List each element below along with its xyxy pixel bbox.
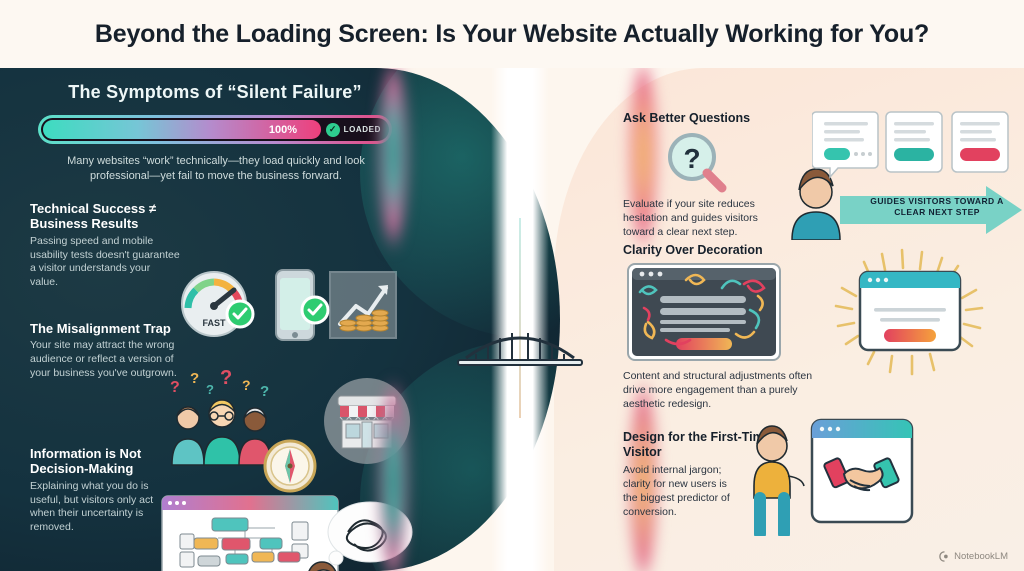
card-cta-3: [960, 148, 1000, 161]
storefront-icon: [324, 378, 410, 464]
speedometer-fast-icon: FAST: [181, 271, 255, 337]
thinking-person-icon: [308, 501, 413, 571]
question-mark-glyph: ?: [683, 143, 700, 174]
symptom-block-technical-success: Technical Success ≠ Business Results Pas…: [30, 201, 180, 290]
symptom-block-information-not-decision: Information is Not Decision-Making Expla…: [30, 446, 180, 535]
loaded-status-badge: ✓ LOADED: [325, 122, 381, 137]
path-heading: Ask Better Questions: [623, 111, 751, 125]
mobile-check-icon: [275, 269, 330, 341]
compass-icon: [263, 439, 317, 493]
watermark: NotebookLM: [939, 551, 1008, 562]
progress-percent-label: 100%: [268, 123, 297, 136]
welcoming-person-icon: [753, 425, 805, 536]
check-circle-icon: ✓: [325, 122, 340, 137]
greyed-growth-chart-icon: [329, 271, 397, 339]
symptom-block-misalignment-trap: The Misalignment Trap Your site may attr…: [30, 321, 180, 381]
left-panel-symptoms: The Symptoms of “Silent Failure” 100% ✓ …: [0, 68, 560, 571]
svg-text:?: ?: [170, 379, 180, 396]
path-body: Avoid internal jargon; clarity for new u…: [623, 464, 730, 519]
path-block-clarity-over-decoration: Clarity Over Decoration Content and stru…: [623, 243, 833, 410]
progress-track: 100% ✓ LOADED: [41, 118, 389, 141]
progress-fill: [43, 120, 321, 139]
path-heading: Clarity Over Decoration: [623, 243, 763, 257]
symptom-heading: Technical Success ≠ Business Results: [30, 201, 157, 232]
loading-progress-bar: 100% ✓ LOADED: [38, 115, 392, 144]
option-cards-icon: [812, 111, 1009, 179]
confused-people-icon: ? ? ? ? ? ?: [170, 370, 272, 466]
left-panel-subtitle: Many websites “work” technically—they lo…: [67, 155, 365, 182]
svg-text:?: ?: [242, 377, 251, 393]
left-panel-heading: The Symptoms of “Silent Failure”: [68, 82, 362, 102]
svg-text:?: ?: [260, 383, 269, 400]
path-body: Evaluate if your site reduces hesitation…: [623, 198, 758, 239]
card-cta-2: [894, 148, 934, 161]
loaded-label: LOADED: [343, 125, 381, 134]
watermark-label: NotebookLM: [954, 551, 1008, 562]
svg-text:?: ?: [206, 382, 214, 397]
path-body: Content and structural adjustments often…: [623, 370, 813, 411]
symptom-body: Passing speed and mobile usability tests…: [30, 234, 180, 289]
radiating-lines-icon: [834, 248, 984, 376]
symptom-body: Your site may attract the wrong audience…: [30, 339, 177, 380]
speedometer-label: FAST: [202, 318, 226, 328]
svg-text:?: ?: [190, 370, 199, 387]
magnifier-question-icon: ?: [668, 133, 727, 193]
arrow-label: GUIDES VISITORS TOWARD A CLEAR NEXT STEP: [870, 196, 1004, 218]
symptom-heading: Information is Not Decision-Making: [30, 446, 142, 477]
svg-text:?: ?: [220, 370, 232, 389]
flowchart-window-icon: [161, 495, 339, 571]
title-bar: Beyond the Loading Screen: Is Your Websi…: [0, 0, 1024, 68]
tangled-thought-bubble-icon: [322, 501, 413, 571]
path-block-ask-better-questions: Ask Better Questions Evaluate if your si…: [623, 111, 803, 238]
page-title: Beyond the Loading Screen: Is Your Websi…: [94, 19, 930, 48]
right-arrow-icon: [840, 186, 1022, 234]
card-cta-1: [824, 148, 850, 160]
notebooklm-icon: [939, 551, 948, 562]
symptom-body: Explaining what you do is useful, but vi…: [30, 479, 154, 534]
symptom-heading: The Misalignment Trap: [30, 321, 171, 336]
clean-window-icon: [834, 248, 984, 376]
cluttered-window-icon: [627, 263, 781, 361]
handshake-window-icon: [810, 418, 914, 524]
person-looking-icon: [791, 168, 841, 240]
